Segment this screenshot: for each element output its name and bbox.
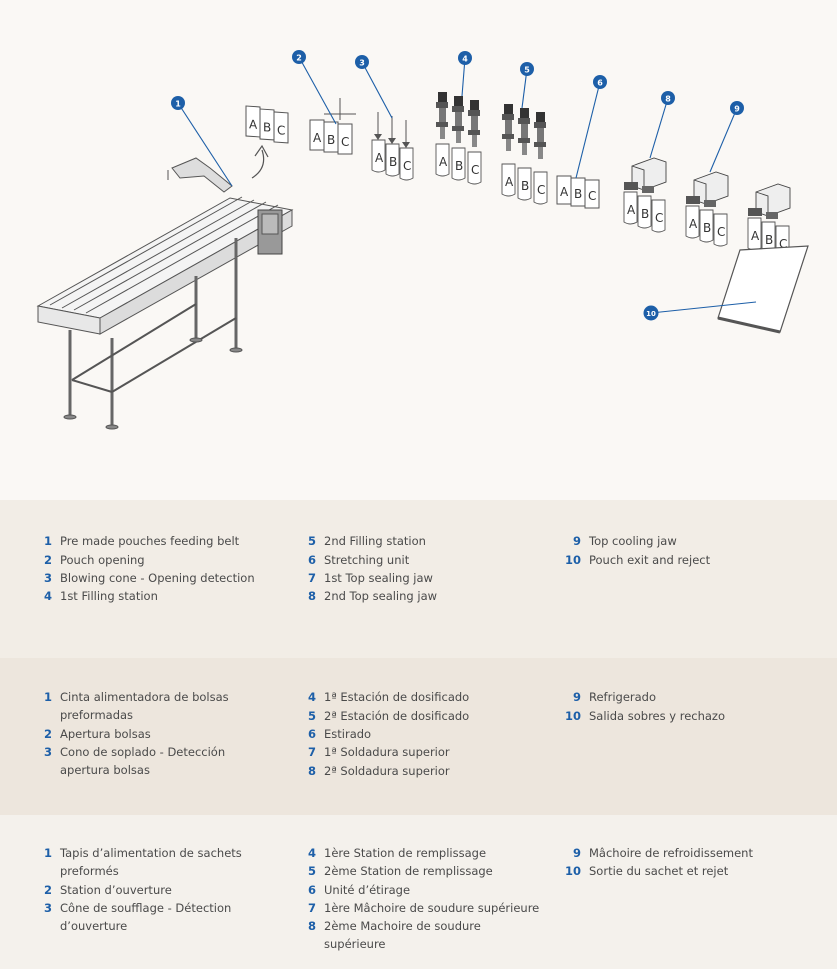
pouch-letter-a: A <box>313 131 322 145</box>
pouch-letter-c: C <box>655 211 663 225</box>
pouch-letter-c: C <box>277 123 285 138</box>
feeding-belt-machine <box>36 157 294 430</box>
pouch-letter-a: A <box>751 229 760 243</box>
cooling-jaw-station: A B C <box>685 171 729 247</box>
pouch-letter-b: B <box>574 187 582 201</box>
exit-chute <box>717 245 809 333</box>
blowing-cone-station: A B C <box>371 112 414 181</box>
second-filling-station: A B C <box>501 104 548 205</box>
machine-diagram: A B C A B C A B C A B C A B C <box>36 50 809 430</box>
callout-5: 5 <box>520 62 534 76</box>
sealing-jaw-station: A B C <box>623 157 667 233</box>
svg-text:6: 6 <box>597 79 603 88</box>
svg-text:10: 10 <box>646 310 656 318</box>
pouch-letter-b: B <box>521 179 529 193</box>
pouch-exit-station: A B C <box>747 183 791 259</box>
pouch-letter-a: A <box>689 217 698 231</box>
pouch-cards-feed: A B C <box>245 105 289 144</box>
pouch-letter-b: B <box>455 159 463 173</box>
svg-text:3: 3 <box>359 59 365 68</box>
callout-6: 6 <box>593 75 607 89</box>
svg-text:1: 1 <box>175 100 181 109</box>
svg-text:8: 8 <box>665 95 671 104</box>
pouch-letter-b: B <box>641 207 649 221</box>
pouch-letter-c: C <box>471 163 479 177</box>
callout-2: 2 <box>292 50 306 64</box>
pouch-letter-c: C <box>779 237 787 251</box>
pouch-letter-c: C <box>403 159 411 173</box>
svg-text:5: 5 <box>524 66 530 75</box>
pouch-letter-a: A <box>249 117 258 132</box>
pouch-letter-a: A <box>439 155 448 169</box>
pouch-letter-c: C <box>717 225 725 239</box>
machine-illustration: A B C A B C A B C A B C A B C <box>36 50 809 430</box>
pouch-letter-b: B <box>327 133 335 147</box>
first-filling-station: A B C <box>435 92 482 185</box>
pouch-letter-b: B <box>703 221 711 235</box>
callout-10: 10 <box>643 305 659 321</box>
pouch-letter-b: B <box>765 233 773 247</box>
pouch-letter-c: C <box>537 183 545 197</box>
callout-1: 1 <box>171 96 185 110</box>
svg-text:9: 9 <box>734 105 740 114</box>
pouch-letter-c: C <box>588 189 596 203</box>
callout-3: 3 <box>355 55 369 69</box>
flow-arrow-icon <box>251 149 265 179</box>
pouch-letter-b: B <box>389 155 397 169</box>
pouch-letter-a: A <box>375 151 384 165</box>
callout-8: 8 <box>661 91 675 105</box>
callout-4: 4 <box>458 51 472 65</box>
pouch-letter-b: B <box>263 120 271 135</box>
svg-text:4: 4 <box>462 55 468 64</box>
stretching-unit: A B C <box>556 175 600 209</box>
pouch-letter-a: A <box>505 175 514 189</box>
pouch-letter-a: A <box>627 203 636 217</box>
svg-text:2: 2 <box>296 54 302 63</box>
callout-9: 9 <box>730 101 744 115</box>
pouch-letter-a: A <box>560 185 569 199</box>
pouch-opening-station: A B C <box>309 98 356 155</box>
pouch-letter-c: C <box>341 135 349 149</box>
